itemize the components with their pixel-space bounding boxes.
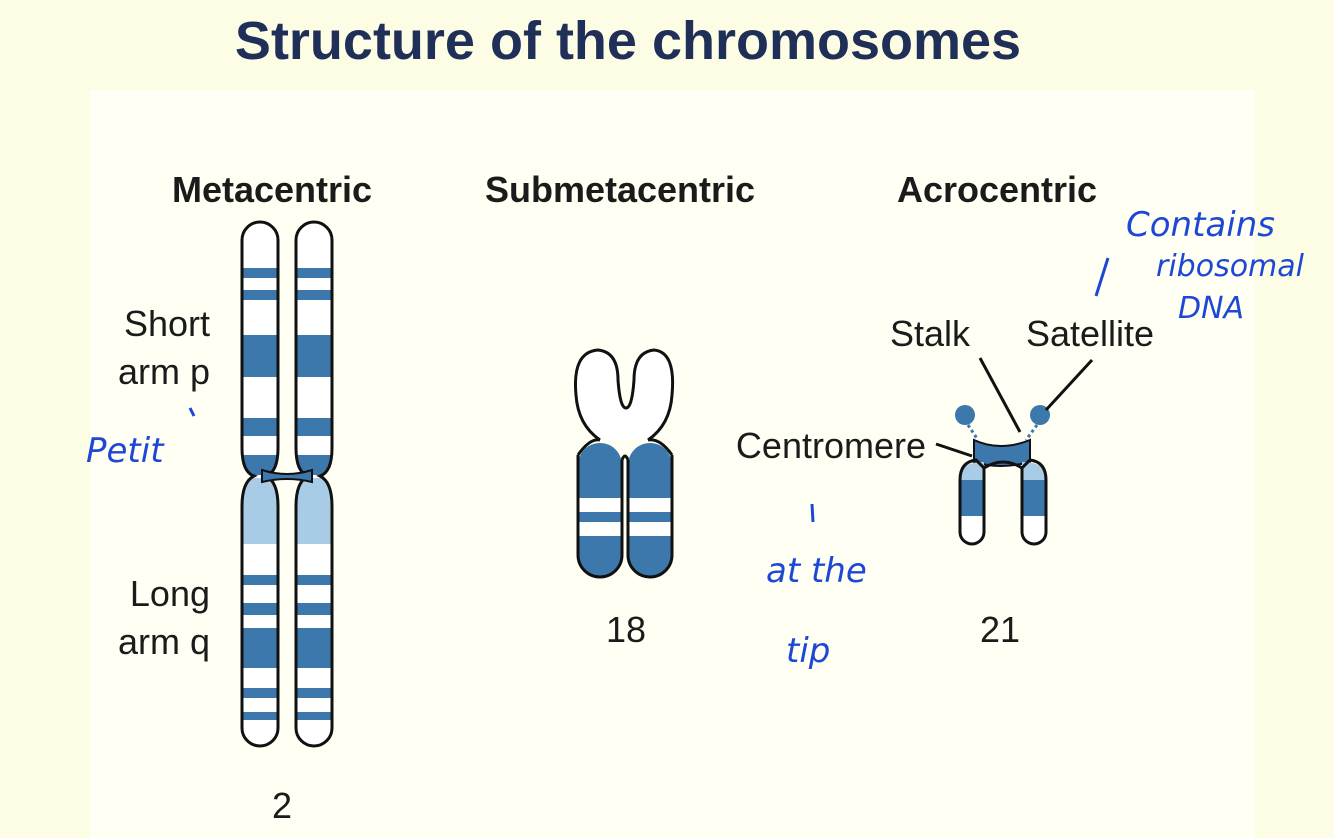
annotation-dna: DNA [1178,291,1244,326]
chromosome-number-21: 21 [980,609,1020,650]
annotation-ribosomal: ribosomal [1156,249,1305,284]
chromosome-number-2: 2 [272,785,292,826]
metacentric-chromosome [240,220,334,748]
satellite-label: Satellite [1026,313,1154,354]
slide-title: Structure of the chromosomes [234,11,1022,71]
chromosome-number-18: 18 [606,609,646,650]
submetacentric-header: Submetacentric [485,169,755,210]
satellite-right [1030,405,1050,425]
centromere-label: Centromere [736,425,926,466]
stalk-label: Stalk [890,313,971,354]
short-arm-label: Short [124,303,210,344]
satellite-left [955,405,975,425]
acrocentric-chromosome [955,405,1050,546]
annotation-tip: tip [786,631,830,671]
annotation-petit: Petit [86,431,165,471]
short-arm-label-2: arm p [118,351,210,392]
annotation-at-the: at the [766,551,867,591]
submetacentric-chromosome [573,348,675,579]
metacentric-header: Metacentric [172,169,372,210]
long-arm-label-2: arm q [118,621,210,662]
acrocentric-header: Acrocentric [897,169,1097,210]
long-arm-label: Long [130,573,210,614]
handwritten-annotations: Petit Contains ribosomal DNA at the tip [86,205,1305,671]
annotation-contains: Contains [1126,205,1275,245]
